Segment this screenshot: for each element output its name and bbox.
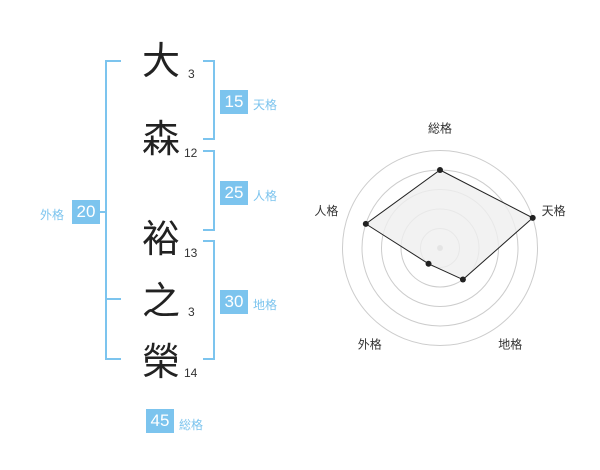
jinkaku-bracket-bottom [203, 229, 215, 231]
radar-point-人格 [362, 220, 369, 227]
tenkaku-bracket-vertical [213, 60, 215, 140]
name-char-5: 榮 [142, 340, 181, 384]
jinkaku-label: 人格 [253, 189, 278, 203]
gaikaku-label: 外格 [40, 208, 65, 222]
chikaku-bracket-top [203, 240, 215, 242]
name-char-3: 裕 [142, 217, 181, 261]
chikaku-value: 30 [220, 290, 248, 314]
name-char-4: 之 [142, 279, 181, 323]
chikaku-label: 地格 [253, 298, 278, 312]
tenkaku-bracket-top [203, 60, 215, 62]
radar-axis-label: 人格 [314, 203, 338, 218]
radar-axis-label: 地格 [498, 337, 522, 352]
radar-axis-label: 外格 [358, 337, 382, 352]
stroke-count-3: 13 [184, 246, 198, 260]
stroke-count-2: 12 [184, 146, 198, 160]
jinkaku-value: 25 [220, 181, 248, 205]
radar-point-天格 [529, 214, 536, 221]
chikaku-bracket-vertical [213, 240, 215, 360]
gaikaku-bracket-top [105, 60, 121, 62]
soukaku-value: 45 [146, 409, 174, 433]
gaikaku-bracket-vertical [105, 60, 107, 360]
radar-axis-label: 天格 [542, 203, 566, 218]
radar-polygon [364, 169, 534, 281]
radar-point-地格 [459, 276, 466, 283]
gaikaku-value: 20 [72, 200, 100, 224]
gaikaku-bracket-bottom [105, 358, 121, 360]
jinkaku-bracket-top [203, 150, 215, 152]
radar-point-総格 [437, 167, 443, 173]
chikaku-bracket-bottom [203, 358, 215, 360]
stroke-count-1: 3 [188, 67, 195, 81]
radar-ring-5 [342, 150, 538, 346]
tenkaku-label: 天格 [253, 98, 278, 112]
tenkaku-bracket-bottom [203, 138, 215, 140]
name-char-1: 大 [142, 39, 181, 83]
radar-axis-label: 総格 [428, 121, 452, 136]
stroke-count-4: 3 [188, 305, 195, 319]
tenkaku-value: 15 [220, 90, 248, 114]
soukaku-label: 総格 [179, 418, 204, 432]
name-char-2: 森 [142, 117, 181, 161]
gaikaku-bracket-middle [105, 298, 121, 300]
gaikaku-connector [100, 211, 106, 213]
jinkaku-bracket-vertical [213, 150, 215, 231]
stroke-count-5: 14 [184, 366, 198, 380]
radar-point-外格 [425, 260, 432, 267]
